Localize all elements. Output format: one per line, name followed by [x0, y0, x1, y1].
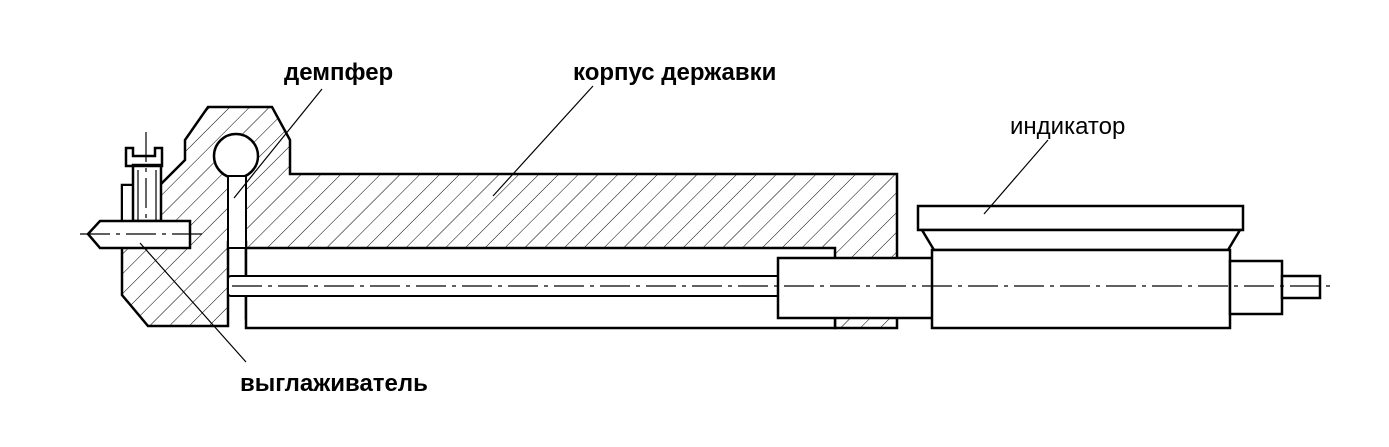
holder-body-leader	[492, 85, 594, 197]
indicator-tip	[1280, 274, 1322, 300]
damper-slit	[227, 175, 247, 249]
indicator-leader	[983, 139, 1049, 215]
label-burnisher: выглаживатель	[240, 370, 428, 397]
indicator-case	[930, 248, 1232, 330]
indicator-stem	[1228, 259, 1284, 316]
label-damper: демпфер	[284, 59, 393, 86]
indicator	[916, 204, 1322, 330]
indicator-sleeve	[776, 256, 935, 320]
burnisher-leader	[139, 242, 247, 363]
clamp-screw	[121, 132, 164, 224]
indicator-dial-top	[916, 204, 1245, 232]
damper-leader	[233, 88, 323, 199]
label-indicator: индикатор	[1010, 113, 1125, 140]
label-holder-body: корпус державки	[573, 59, 776, 86]
indicator-dial-bezel	[919, 228, 1243, 252]
burnisher-tool	[80, 219, 205, 250]
damper-hole	[212, 132, 260, 180]
